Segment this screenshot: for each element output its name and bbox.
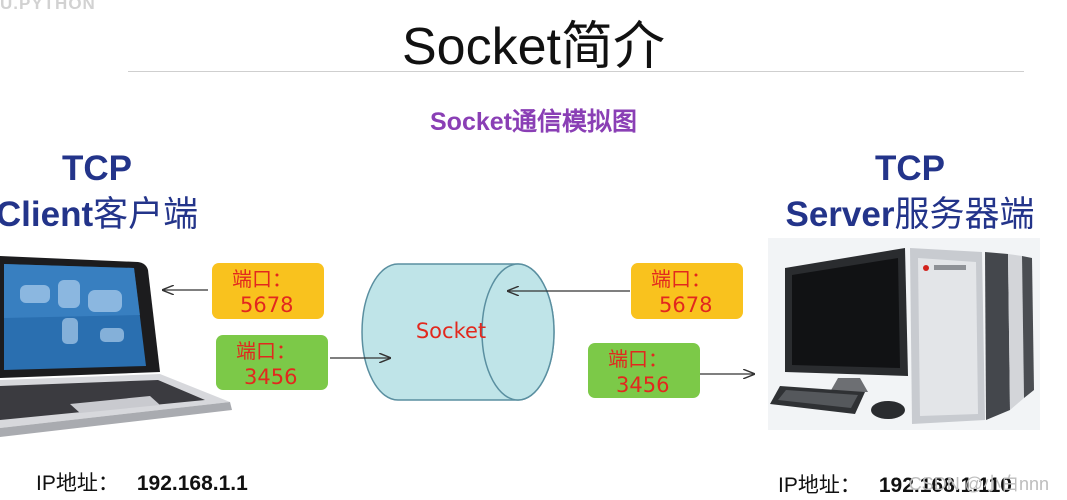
server-port-5678: 端口： 5678 <box>631 263 743 319</box>
server-name: Server服务器端 <box>776 192 1044 238</box>
server-port-5678-label: 端口： <box>651 267 711 291</box>
client-ip-label: IP地址： <box>36 472 119 495</box>
server-ip-label: IP地址： <box>778 474 861 497</box>
client-port-3456-label: 端口： <box>236 339 296 363</box>
client-port-3456-number: 3456 <box>244 365 298 389</box>
client-name-en: Client <box>0 195 94 234</box>
server-port-5678-number: 5678 <box>659 293 713 317</box>
client-port-5678-label: 端口： <box>232 267 292 291</box>
server-ip: IP地址： 192.168.1.110 <box>778 469 1012 499</box>
brand-logo: U.PYTHON <box>0 0 96 13</box>
client-ip-value: 192.168.1.1 <box>136 472 248 495</box>
title-divider <box>128 71 1024 72</box>
server-heading: TCP Server服务器端 <box>776 146 1044 238</box>
client-name-cn: 客户端 <box>93 195 199 234</box>
socket-label: Socket <box>416 319 486 343</box>
server-name-en: Server <box>785 195 895 234</box>
socket-cylinder <box>361 263 555 401</box>
client-heading: TCP Client客户端 <box>0 146 202 238</box>
client-name: Client客户端 <box>0 192 202 238</box>
diagram-subtitle: Socket通信模拟图 <box>430 108 637 136</box>
watermark: CSDN @小白nnn <box>908 474 1049 494</box>
server-ip-value: 192.168.1.110 <box>878 474 1012 497</box>
client-protocol: TCP <box>62 149 132 188</box>
server-port-3456: 端口： 3456 <box>588 343 700 398</box>
page-title: Socket简介 <box>402 18 665 76</box>
server-protocol: TCP <box>875 149 945 188</box>
server-computer-icon <box>768 238 1040 430</box>
server-name-cn: 服务器端 <box>894 195 1035 234</box>
client-port-5678: 端口： 5678 <box>212 263 324 319</box>
laptop-icon <box>0 256 232 437</box>
server-port-3456-number: 3456 <box>616 373 670 397</box>
client-port-3456: 端口： 3456 <box>216 335 328 390</box>
client-ip: IP地址： 192.168.1.1 <box>36 467 248 497</box>
client-port-5678-number: 5678 <box>240 293 294 317</box>
server-port-3456-label: 端口： <box>608 347 668 371</box>
